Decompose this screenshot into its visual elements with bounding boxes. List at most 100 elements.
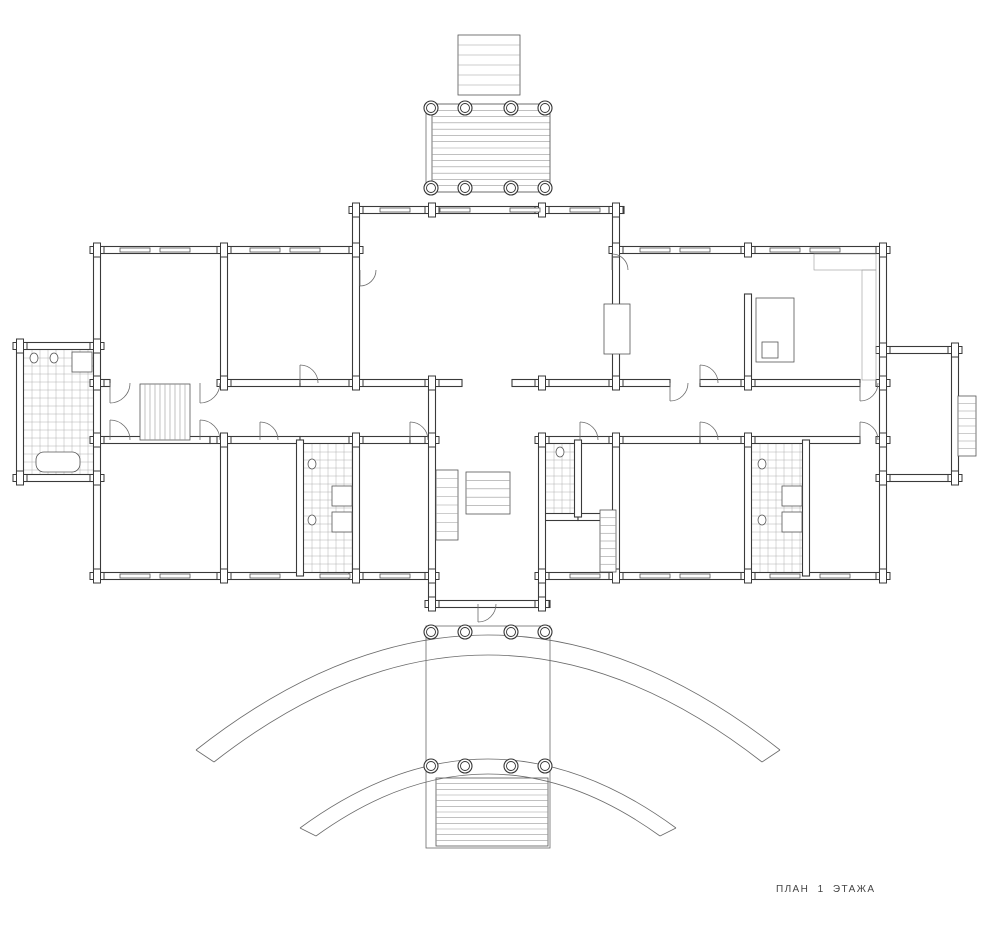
log-end-v-9: [879, 242, 887, 258]
log-end-v-15: [612, 375, 620, 391]
window-7: [569, 207, 601, 213]
wall-v-10: [351, 439, 361, 577]
wall-v-16: [801, 439, 811, 577]
log-end-v-18: [93, 432, 101, 448]
toilet-6: [555, 446, 565, 458]
log-end-v-6: [612, 202, 620, 218]
wall-h-21: [15, 341, 101, 351]
log-end-v-11: [220, 375, 228, 391]
door-swing-14: [359, 269, 377, 287]
toilet-1: [49, 352, 59, 364]
porch-outer-arc-inner: [213, 654, 763, 763]
window-8: [639, 247, 671, 253]
window-1: [159, 247, 191, 253]
wall-h-22: [15, 473, 101, 483]
window-18: [639, 573, 671, 579]
log-end-v-23: [612, 432, 620, 448]
doors-layer: [109, 253, 879, 623]
window-2: [249, 247, 281, 253]
wall-h-20: [699, 435, 861, 445]
window-9: [679, 247, 711, 253]
log-end-v-36: [16, 470, 24, 486]
wall-h-23: [879, 345, 959, 355]
wall-v-0: [92, 249, 102, 577]
column-core-2: [506, 103, 516, 113]
shower-2: [781, 485, 803, 507]
log-end-v-25: [879, 432, 887, 448]
wall-h-10: [221, 378, 301, 388]
plan-caption: ПЛАН 1 ЭТАЖА: [776, 884, 876, 895]
door-swing-9: [579, 421, 599, 441]
window-6: [509, 207, 541, 213]
window-5: [439, 207, 471, 213]
wall-v-1: [878, 249, 888, 577]
shower-3: [781, 511, 803, 533]
stove: [761, 341, 779, 359]
toilet-5: [757, 514, 767, 526]
column-core-5: [460, 183, 470, 193]
log-ends-layer: [12, 202, 963, 612]
column-core-13: [460, 761, 470, 771]
log-end-v-27: [220, 568, 228, 584]
column-core-12: [426, 761, 436, 771]
wall-v-14: [573, 439, 583, 518]
porch-inner-arc-inner: [315, 773, 661, 837]
column-core-4: [426, 183, 436, 193]
log-end-v-24: [744, 432, 752, 448]
window-21: [819, 573, 851, 579]
door-swing-13: [477, 603, 497, 623]
wall-v-3: [219, 439, 229, 577]
column-core-3: [540, 103, 550, 113]
porch-arc-end-e: [761, 749, 781, 763]
log-end-v-40: [879, 470, 887, 486]
window-14: [249, 573, 281, 579]
north-portico-frame: [425, 103, 551, 193]
window-16: [379, 573, 411, 579]
porch-inner-arc: [299, 758, 677, 829]
log-end-v-28: [352, 568, 360, 584]
window-19: [679, 573, 711, 579]
log-end-v-1: [220, 242, 228, 258]
log-end-v-16: [744, 375, 752, 391]
wall-h-26: [541, 512, 579, 522]
log-end-v-32: [744, 568, 752, 584]
toilet-4: [757, 458, 767, 470]
log-end-v-22: [538, 432, 546, 448]
log-end-v-37: [93, 470, 101, 486]
window-20: [769, 573, 801, 579]
wall-v-6: [743, 293, 753, 384]
shower-1: [331, 511, 353, 533]
porch-arc-end-w2: [299, 827, 317, 837]
column-core-7: [540, 183, 550, 193]
stairs-layer: [139, 34, 977, 847]
wall-h-8: [747, 571, 881, 581]
log-end-v-30: [538, 568, 546, 584]
window-15: [319, 573, 351, 579]
window-11: [809, 247, 841, 253]
porch-arc-end-e2: [659, 827, 677, 837]
wall-v-12: [15, 345, 25, 479]
log-end-v-19: [220, 432, 228, 448]
log-end-v-34: [16, 338, 24, 354]
door-swing-3: [669, 382, 689, 402]
door-swing-10: [699, 421, 719, 441]
log-end-v-26: [93, 568, 101, 584]
wall-v-7: [743, 439, 753, 577]
log-end-v-3: [352, 202, 360, 218]
log-end-v-38: [879, 342, 887, 358]
log-end-v-33: [879, 568, 887, 584]
door-swing-4: [699, 364, 719, 384]
shower-tray: [71, 351, 93, 373]
window-3: [289, 247, 321, 253]
log-end-v-29: [428, 568, 436, 584]
toilet-3: [307, 514, 317, 526]
fireplace: [603, 303, 631, 355]
log-end-v-21: [428, 432, 436, 448]
log-end-v-20: [352, 432, 360, 448]
log-end-v-12: [352, 375, 360, 391]
windows-layer: [119, 207, 851, 579]
column-core-15: [540, 761, 550, 771]
column-core-9: [460, 627, 470, 637]
door-swing-0: [109, 382, 131, 404]
